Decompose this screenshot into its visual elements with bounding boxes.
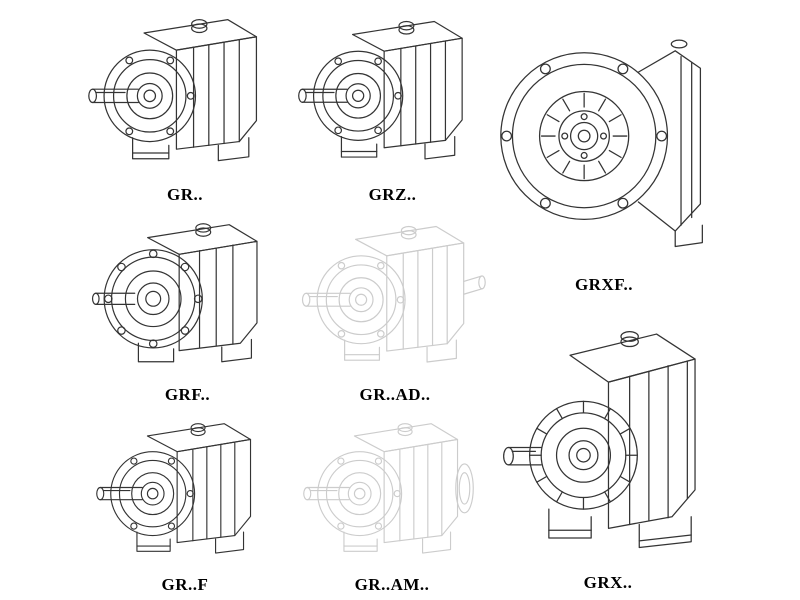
gearbox-label-gram: GR..AM.. <box>354 575 430 594</box>
gearbox-figure-grx: GRX.. <box>495 300 721 596</box>
gearbox-figure-grfoot: GR..F <box>85 408 285 598</box>
gearbox-figure-grxf: GRXF.. <box>495 2 713 298</box>
input-adapter-stub <box>463 275 486 295</box>
gearbox-label-grx: GRX.. <box>583 573 633 592</box>
gearbox-figure-grad: GR..AD.. <box>295 210 495 408</box>
gearbox-drawing-grz <box>298 20 463 160</box>
gearbox-drawing-grfoot <box>96 423 252 554</box>
gearbox-figure-gr: GR.. <box>85 2 285 208</box>
gearbox-drawing-grad <box>301 225 486 363</box>
gearbox-drawing-gr <box>88 19 258 162</box>
gearbox-drawing-grf <box>91 223 258 363</box>
gearbox-label-grf: GRF.. <box>164 385 211 404</box>
gearbox-label-grad: GR..AD.. <box>359 385 431 404</box>
gearbox-drawing-gram <box>303 423 474 554</box>
gearbox-label-grfoot: GR..F <box>161 575 209 594</box>
output-flange-adapter <box>455 463 474 514</box>
gearbox-drawing-grxf <box>500 39 703 248</box>
gearbox-label-grxf: GRXF.. <box>574 275 634 294</box>
gearbox-figure-grz: GRZ.. <box>295 2 490 208</box>
gearbox-label-gr: GR.. <box>167 185 203 204</box>
gearbox-label-grz: GRZ.. <box>368 185 417 204</box>
gearbox-figure-grf: GRF.. <box>85 208 290 408</box>
gearbox-drawing-grx <box>503 331 696 549</box>
gearbox-figure-gram: GR..AM.. <box>292 408 492 598</box>
